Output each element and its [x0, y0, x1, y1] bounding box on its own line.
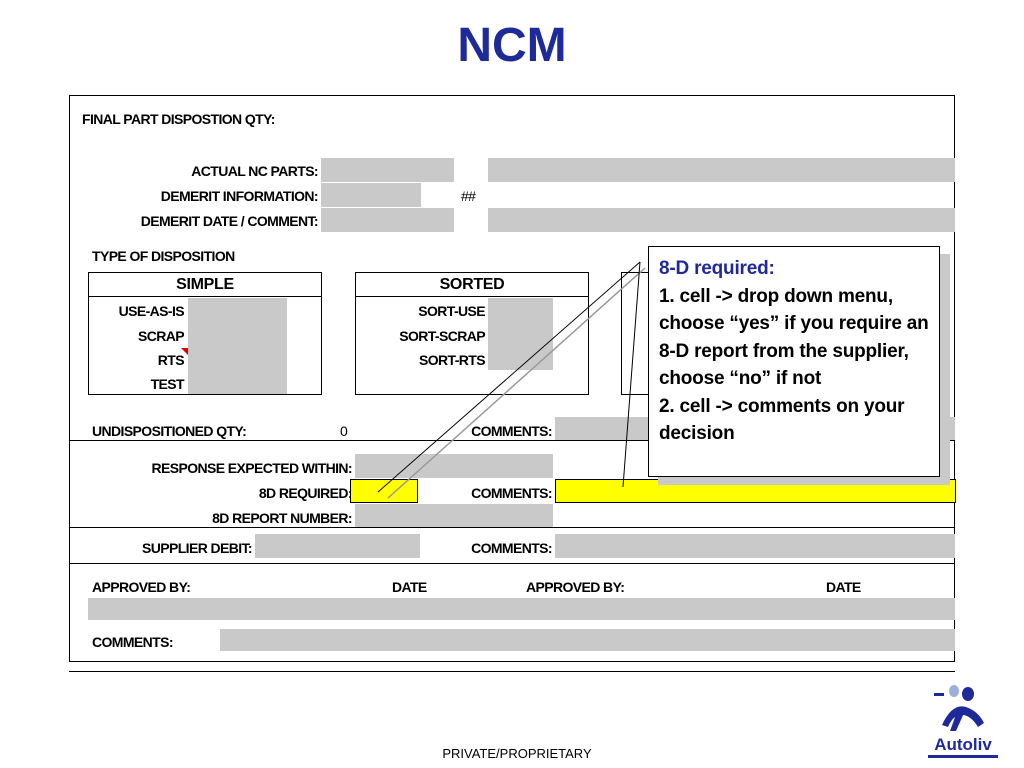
undispositioned-comments-label: COMMENTS:	[471, 423, 553, 439]
test-label: TEST	[150, 376, 185, 392]
sorted-qty-field[interactable]	[488, 298, 553, 370]
callout-line-2: 2. cell -> comments on your decision	[659, 395, 905, 445]
divider-line	[69, 440, 955, 441]
leader-line	[622, 261, 641, 488]
supplier-debit-field[interactable]	[255, 534, 420, 558]
demerit-date-comment-label: DEMERIT DATE / COMMENT:	[140, 213, 319, 229]
8d-required-dropdown[interactable]	[350, 479, 418, 503]
8d-report-number-field[interactable]	[355, 504, 553, 527]
approved-by-label-2: APPROVED BY:	[526, 579, 625, 595]
8d-comments-field[interactable]	[555, 479, 956, 503]
comment-marker-icon	[181, 348, 188, 355]
actual-nc-parts-label: ACTUAL NC PARTS:	[191, 163, 318, 179]
final-part-disposition-label: FINAL PART DISPOSTION QTY:	[82, 111, 275, 127]
date-label-1: DATE	[392, 579, 427, 595]
approved-by-label-1: APPROVED BY:	[92, 579, 191, 595]
final-comments-label: COMMENTS:	[92, 634, 174, 650]
8d-report-number-label: 8D REPORT NUMBER:	[212, 510, 353, 526]
response-expected-field[interactable]	[355, 454, 553, 478]
undispositioned-qty-value: 0	[340, 423, 348, 439]
use-as-is-label: USE-AS-IS	[118, 303, 185, 319]
undispositioned-qty-label: UNDISPOSITIONED QTY:	[92, 423, 247, 439]
demerit-information-field[interactable]	[321, 183, 421, 207]
approval-field[interactable]	[88, 598, 955, 620]
callout-line-1: 1. cell -> drop down menu, choose “yes” …	[659, 285, 929, 390]
8d-required-callout: 8-D required: 1. cell -> drop down menu,…	[648, 246, 940, 477]
8d-required-label: 8D REQUIRED:	[258, 485, 353, 501]
divider-line	[69, 563, 955, 564]
demerit-information-label: DEMERIT INFORMATION:	[160, 188, 319, 204]
sorted-header: SORTED	[356, 273, 588, 297]
autoliv-logo-text: Autoliv	[928, 735, 998, 758]
8d-comments-label: COMMENTS:	[471, 485, 553, 501]
supplier-debit-comments-label: COMMENTS:	[471, 540, 553, 556]
sort-scrap-label: SORT-SCRAP	[399, 328, 485, 344]
simple-qty-field[interactable]	[188, 298, 287, 394]
sort-use-label: SORT-USE	[418, 303, 485, 319]
supplier-debit-label: SUPPLIER DEBIT:	[141, 540, 253, 556]
simple-header: SIMPLE	[89, 273, 321, 297]
leader-line	[387, 267, 646, 499]
actual-nc-parts-field[interactable]	[321, 158, 454, 182]
final-comments-field[interactable]	[220, 629, 955, 651]
page-title: NCM	[457, 19, 567, 72]
divider-line	[69, 527, 955, 528]
demerit-value: ##	[461, 188, 476, 204]
demerit-comment-field[interactable]	[488, 208, 955, 232]
callout-heading: 8-D required:	[659, 258, 775, 279]
demerit-date-field[interactable]	[321, 208, 454, 232]
footer-text: PRIVATE/PROPRIETARY	[442, 746, 592, 761]
response-expected-label: RESPONSE EXPECTED WITHIN:	[151, 460, 353, 476]
supplier-debit-comments-field[interactable]	[555, 534, 955, 558]
scrap-label: SCRAP	[137, 328, 185, 344]
autoliv-logo: Autoliv	[928, 683, 998, 761]
autoliv-figure-icon	[934, 685, 984, 731]
bottom-rule	[69, 671, 955, 672]
ncm-form	[69, 95, 955, 662]
actual-nc-parts-detail-field[interactable]	[488, 158, 955, 182]
leader-line	[377, 261, 641, 493]
date-label-2: DATE	[826, 579, 861, 595]
rts-label: RTS	[157, 352, 185, 368]
type-of-disposition-label: TYPE OF DISPOSITION	[92, 248, 235, 264]
sort-rts-label: SORT-RTS	[419, 352, 486, 368]
